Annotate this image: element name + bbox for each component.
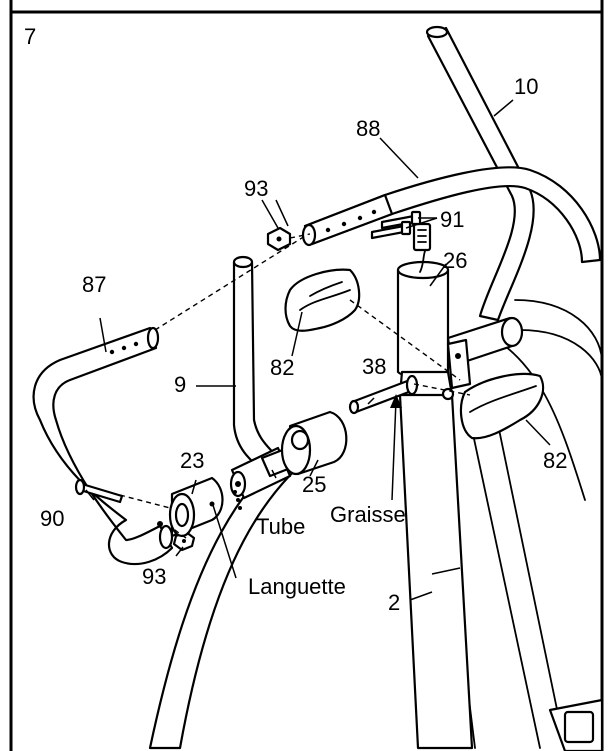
part-label-82-right: 82 <box>543 448 567 473</box>
bushing-25 <box>280 410 348 476</box>
part-label-88: 88 <box>356 116 380 141</box>
part-label-25: 25 <box>302 472 326 497</box>
part-label-9: 9 <box>174 372 186 397</box>
part-label-82-upper: 82 <box>270 355 294 380</box>
step-number: 7 <box>24 24 36 49</box>
part-label-90: 90 <box>40 506 64 531</box>
part-label-38: 38 <box>362 354 386 379</box>
part-label-91: 91 <box>440 207 464 232</box>
handlebar-88 <box>301 166 602 264</box>
cover-82-right <box>459 372 545 440</box>
part-label-93-bottom: 93 <box>142 564 166 589</box>
tube-label: Tube <box>256 514 305 539</box>
cover-82-upper <box>284 268 361 332</box>
part-label-23: 23 <box>180 448 204 473</box>
grease-label: Graisse <box>330 502 406 527</box>
axle-38 <box>348 374 419 415</box>
leader-lines <box>85 99 551 601</box>
part-label-10: 10 <box>514 74 538 99</box>
upper-arm <box>425 25 535 322</box>
part-label-2: 2 <box>388 590 400 615</box>
assembly-lines <box>119 233 471 539</box>
part-label-26: 26 <box>443 248 467 273</box>
bushing-23 <box>168 476 224 538</box>
part-label-93-top: 93 <box>244 176 268 201</box>
upright-post <box>396 222 524 750</box>
handlebar-87 <box>32 326 174 566</box>
part-label-87: 87 <box>82 272 106 297</box>
tab-label: Languette <box>248 574 346 599</box>
bolt-90 <box>74 478 124 504</box>
nut-93-top <box>266 226 292 252</box>
